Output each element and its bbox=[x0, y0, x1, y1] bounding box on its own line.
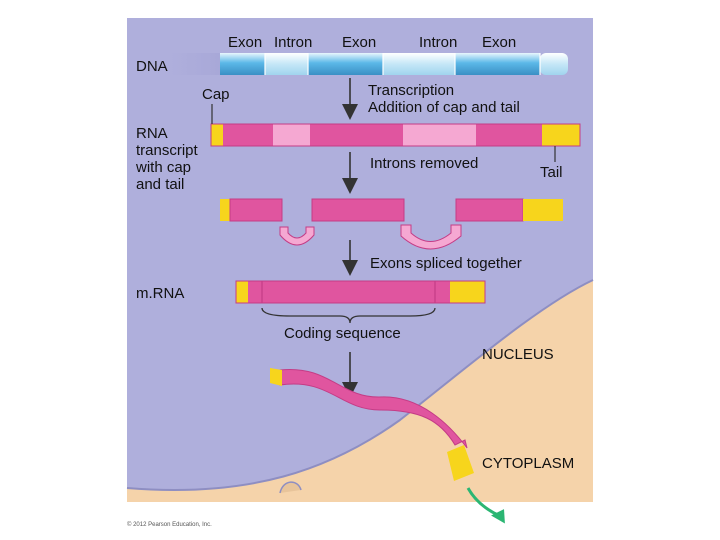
exported-mrna-tail bbox=[447, 445, 474, 481]
rna-transcript bbox=[210, 123, 581, 147]
top-label-intron-1: Intron bbox=[274, 34, 313, 51]
cap-label: Cap bbox=[202, 86, 230, 103]
copyright-notice: © 2012 Pearson Education, Inc. bbox=[127, 522, 212, 528]
exons-spliced-label: Exons spliced together bbox=[370, 255, 522, 272]
rna-transcript-label: RNA transcript with cap and tail bbox=[136, 125, 198, 193]
excised-intron-1 bbox=[279, 226, 315, 246]
introns-removed-label: Introns removed bbox=[370, 155, 479, 172]
mrna-label: m.RNA bbox=[136, 285, 185, 302]
top-label-exon-2: Exon bbox=[342, 34, 377, 51]
nucleus-label: NUCLEUS bbox=[482, 346, 554, 363]
coding-sequence-brace bbox=[261, 307, 436, 324]
dna-label: DNA bbox=[136, 58, 168, 75]
separated-exons bbox=[220, 198, 563, 222]
top-label-intron-2: Intron bbox=[419, 34, 458, 51]
top-label-exon-3: Exon bbox=[482, 34, 517, 51]
cytoplasm-region bbox=[127, 280, 593, 502]
dna-strand bbox=[220, 53, 568, 75]
coding-sequence-label: Coding sequence bbox=[284, 325, 401, 342]
dna-fade-left bbox=[170, 53, 220, 75]
excised-intron-2 bbox=[400, 224, 462, 250]
nuclear-envelope bbox=[126, 279, 594, 491]
exported-mrna-cap bbox=[270, 368, 282, 386]
exported-mrna bbox=[279, 369, 468, 449]
top-label-exon-1: Exon bbox=[228, 34, 263, 51]
nuclear-pore bbox=[279, 481, 302, 494]
cytoplasm-label: CYTOPLASM bbox=[482, 455, 575, 472]
tail-label: Tail bbox=[540, 164, 563, 181]
transcription-step-label: Transcription Addition of cap and tail bbox=[368, 82, 520, 116]
cytoplasm-export-arrowhead bbox=[491, 509, 505, 524]
mrna-strand bbox=[235, 280, 486, 304]
